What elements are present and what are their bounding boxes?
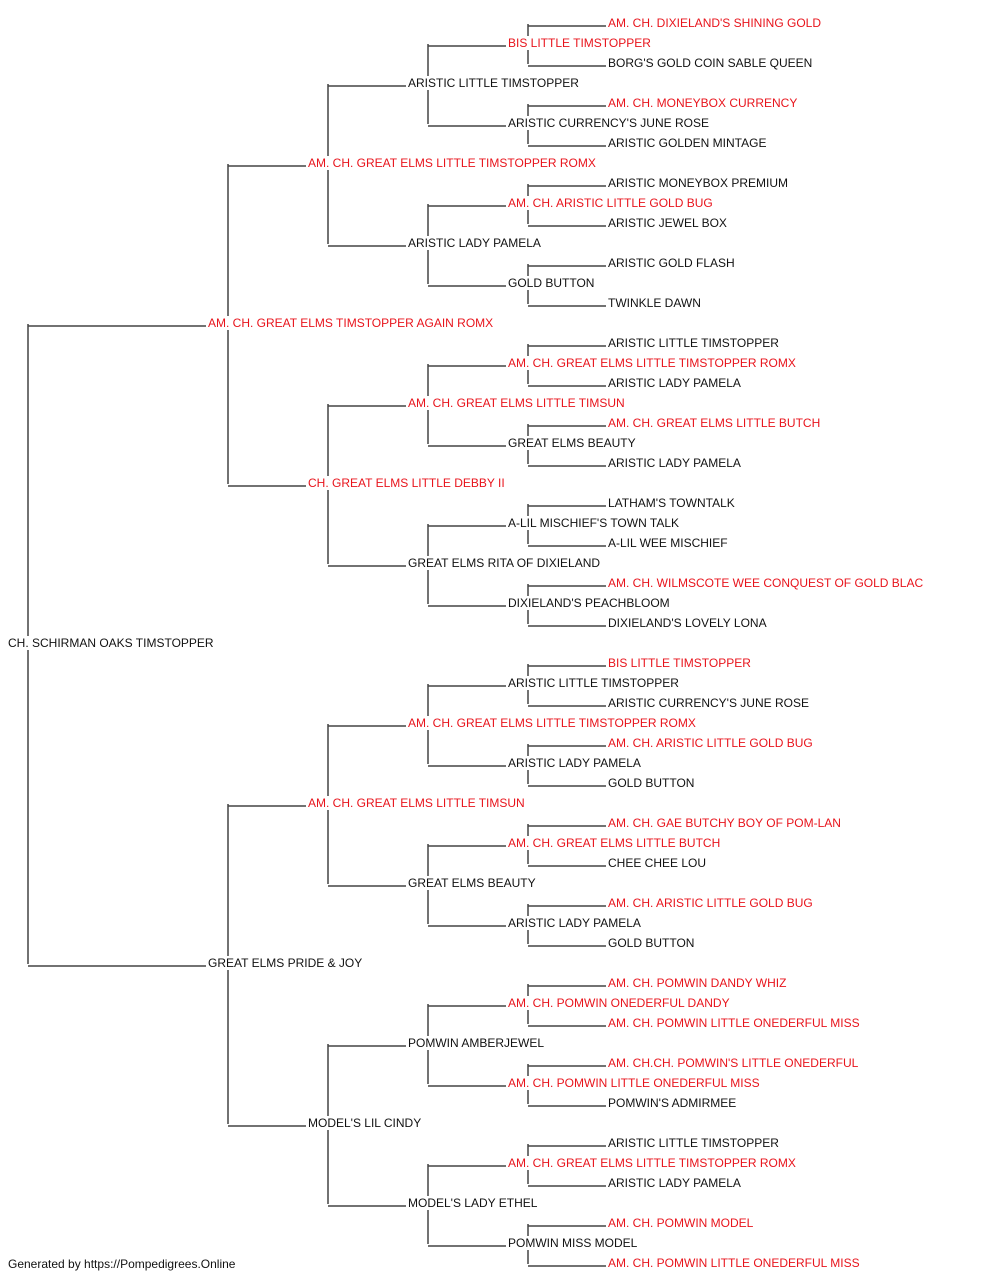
pedigree-entry-sire-dam-dam-dam-sire: AM. CH. WILMSCOTE WEE CONQUEST OF GOLD B… bbox=[608, 576, 926, 590]
pedigree-entry-dam-sire-dam-sire: AM. CH. GREAT ELMS LITTLE BUTCH bbox=[508, 836, 723, 850]
pedigree-entry-dam-dam-sire-sire-dam: AM. CH. POMWIN LITTLE ONEDERFUL MISS bbox=[608, 1016, 862, 1030]
pedigree-entry-sire-sire: AM. CH. GREAT ELMS LITTLE TIMSTOPPER ROM… bbox=[308, 156, 598, 170]
pedigree-entry-dam-sire: AM. CH. GREAT ELMS LITTLE TIMSUN bbox=[308, 796, 527, 810]
pedigree-entry-sire-sire-sire-sire: BIS LITTLE TIMSTOPPER bbox=[508, 36, 653, 50]
pedigree-entry-sire-dam-dam-dam: DIXIELAND'S PEACHBLOOM bbox=[508, 596, 672, 610]
pedigree-entry-dam-dam-dam-sire-sire: ARISTIC LITTLE TIMSTOPPER bbox=[608, 1136, 781, 1150]
pedigree-entry-dam-dam-dam-sire: AM. CH. GREAT ELMS LITTLE TIMSTOPPER ROM… bbox=[508, 1156, 798, 1170]
pedigree-entry-dam-dam-dam-sire-dam: ARISTIC LADY PAMELA bbox=[608, 1176, 743, 1190]
pedigree-entry-sire-sire-sire-sire-dam: BORG'S GOLD COIN SABLE QUEEN bbox=[608, 56, 815, 70]
pedigree-entry-dam-sire-dam-dam-sire: AM. CH. ARISTIC LITTLE GOLD BUG bbox=[608, 896, 815, 910]
pedigree-entry-sire-sire-dam-dam-sire: ARISTIC GOLD FLASH bbox=[608, 256, 737, 270]
pedigree-entry-dam-dam-sire-dam-sire: AM. CH.CH. POMWIN'S LITTLE ONEDERFUL bbox=[608, 1056, 861, 1070]
pedigree-entry-sire-dam-sire-dam-sire: AM. CH. GREAT ELMS LITTLE BUTCH bbox=[608, 416, 823, 430]
pedigree-entry-sire-sire-dam-dam: GOLD BUTTON bbox=[508, 276, 597, 290]
pedigree-entry-dam-dam-sire: POMWIN AMBERJEWEL bbox=[408, 1036, 547, 1050]
pedigree-entry-dam: GREAT ELMS PRIDE & JOY bbox=[208, 956, 365, 970]
pedigree-entry-sire-sire-dam-dam-dam: TWINKLE DAWN bbox=[608, 296, 703, 310]
pedigree-entry-sire-sire-dam-sire: AM. CH. ARISTIC LITTLE GOLD BUG bbox=[508, 196, 715, 210]
pedigree-entry-sire-dam-sire-dam: GREAT ELMS BEAUTY bbox=[508, 436, 638, 450]
pedigree-entry-dam-sire-sire-sire-dam: ARISTIC CURRENCY'S JUNE ROSE bbox=[608, 696, 811, 710]
pedigree-entry-sire-sire-dam-sire-dam: ARISTIC JEWEL BOX bbox=[608, 216, 729, 230]
pedigree-entry-sire-dam-sire-sire-dam: ARISTIC LADY PAMELA bbox=[608, 376, 743, 390]
pedigree-entry-dam-dam-dam: MODEL'S LADY ETHEL bbox=[408, 1196, 540, 1210]
pedigree-entry-dam-dam-dam-dam-sire: AM. CH. POMWIN MODEL bbox=[608, 1216, 756, 1230]
pedigree-entry-sire-dam-sire-sire-sire: ARISTIC LITTLE TIMSTOPPER bbox=[608, 336, 781, 350]
pedigree-entry-sire-sire-dam-sire-sire: ARISTIC MONEYBOX PREMIUM bbox=[608, 176, 791, 190]
pedigree-entry-dam-sire-dam-sire-dam: CHEE CHEE LOU bbox=[608, 856, 709, 870]
pedigree-entry-dam-dam-dam-dam-dam: AM. CH. POMWIN LITTLE ONEDERFUL MISS bbox=[608, 1256, 862, 1270]
pedigree-entry-dam-sire-sire-dam: ARISTIC LADY PAMELA bbox=[508, 756, 643, 770]
pedigree-entry-dam-sire-sire-dam-dam: GOLD BUTTON bbox=[608, 776, 697, 790]
pedigree-entry-dam-dam-dam-dam: POMWIN MISS MODEL bbox=[508, 1236, 640, 1250]
pedigree-entry-dam-sire-dam: GREAT ELMS BEAUTY bbox=[408, 876, 538, 890]
pedigree-entry-dam-dam: MODEL'S LIL CINDY bbox=[308, 1116, 424, 1130]
pedigree-entry-dam-sire-dam-dam: ARISTIC LADY PAMELA bbox=[508, 916, 643, 930]
pedigree-entry-sire-dam: CH. GREAT ELMS LITTLE DEBBY II bbox=[308, 476, 507, 490]
pedigree-entry-dam-sire-sire-dam-sire: AM. CH. ARISTIC LITTLE GOLD BUG bbox=[608, 736, 815, 750]
pedigree-entry-sire-sire-sire-dam: ARISTIC CURRENCY'S JUNE ROSE bbox=[508, 116, 711, 130]
pedigree-entry-dam-dam-sire-dam: AM. CH. POMWIN LITTLE ONEDERFUL MISS bbox=[508, 1076, 762, 1090]
pedigree-entry-sire-sire-sire-dam-dam: ARISTIC GOLDEN MINTAGE bbox=[608, 136, 769, 150]
pedigree-entry-dam-dam-sire-sire-sire: AM. CH. POMWIN DANDY WHIZ bbox=[608, 976, 789, 990]
generator-credit: Generated by https://Pompedigrees.Online bbox=[8, 1257, 236, 1271]
pedigree-entry-sire-dam-dam-sire-sire: LATHAM'S TOWNTALK bbox=[608, 496, 737, 510]
pedigree-entry-sire-dam-sire-dam-dam: ARISTIC LADY PAMELA bbox=[608, 456, 743, 470]
pedigree-entry-dam-dam-sire-sire: AM. CH. POMWIN ONEDERFUL DANDY bbox=[508, 996, 732, 1010]
pedigree-entry-dam-sire-dam-sire-sire: AM. CH. GAE BUTCHY BOY OF POM-LAN bbox=[608, 816, 843, 830]
pedigree-entry-sire-dam-sire-sire: AM. CH. GREAT ELMS LITTLE TIMSTOPPER ROM… bbox=[508, 356, 798, 370]
pedigree-entry-sire-dam-dam: GREAT ELMS RITA OF DIXIELAND bbox=[408, 556, 603, 570]
pedigree-entry-dam-dam-sire-dam-dam: POMWIN'S ADMIRMEE bbox=[608, 1096, 739, 1110]
pedigree-entry-: CH. SCHIRMAN OAKS TIMSTOPPER bbox=[8, 636, 216, 650]
pedigree-entry-dam-sire-sire: AM. CH. GREAT ELMS LITTLE TIMSTOPPER ROM… bbox=[408, 716, 698, 730]
pedigree-entry-dam-sire-dam-dam-dam: GOLD BUTTON bbox=[608, 936, 697, 950]
pedigree-entry-sire-sire-sire: ARISTIC LITTLE TIMSTOPPER bbox=[408, 76, 581, 90]
pedigree-entry-dam-sire-sire-sire-sire: BIS LITTLE TIMSTOPPER bbox=[608, 656, 753, 670]
pedigree-entry-sire-dam-dam-sire: A-LIL MISCHIEF'S TOWN TALK bbox=[508, 516, 681, 530]
pedigree-entry-sire-sire-dam: ARISTIC LADY PAMELA bbox=[408, 236, 543, 250]
pedigree-entry-sire-dam-dam-sire-dam: A-LIL WEE MISCHIEF bbox=[608, 536, 730, 550]
pedigree-entry-sire-sire-sire-dam-sire: AM. CH. MONEYBOX CURRENCY bbox=[608, 96, 800, 110]
pedigree-entry-sire: AM. CH. GREAT ELMS TIMSTOPPER AGAIN ROMX bbox=[208, 316, 496, 330]
pedigree-entry-sire-dam-sire: AM. CH. GREAT ELMS LITTLE TIMSUN bbox=[408, 396, 627, 410]
pedigree-entry-dam-sire-sire-sire: ARISTIC LITTLE TIMSTOPPER bbox=[508, 676, 681, 690]
pedigree-entry-sire-dam-dam-dam-dam: DIXIELAND'S LOVELY LONA bbox=[608, 616, 769, 630]
pedigree-entry-sire-sire-sire-sire-sire: AM. CH. DIXIELAND'S SHINING GOLD bbox=[608, 16, 823, 30]
